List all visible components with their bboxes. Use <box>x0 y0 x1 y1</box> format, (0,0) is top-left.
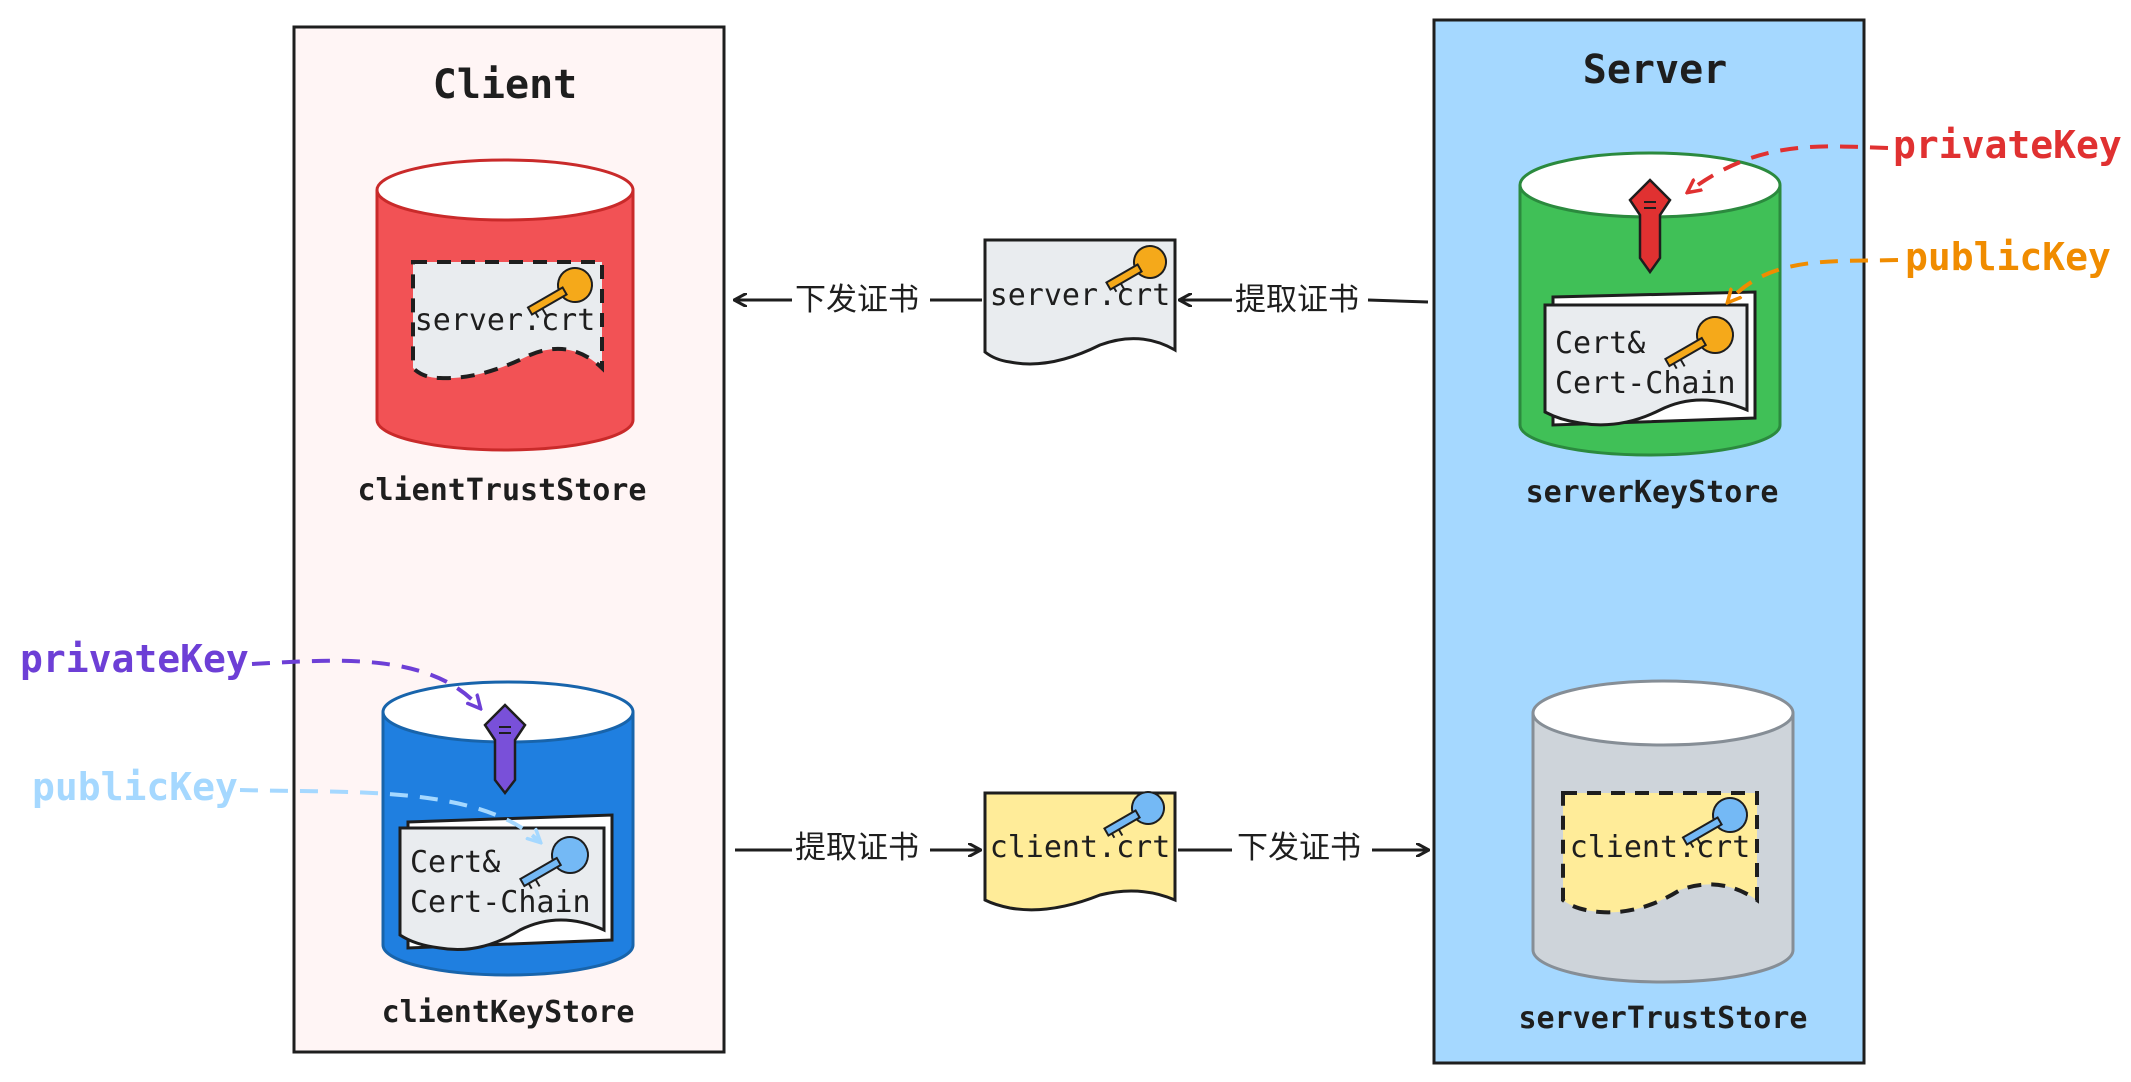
client-key-store: Cert& Cert-Chain <box>381 680 635 977</box>
key-icon <box>526 267 593 319</box>
bottom-doc-label: client.crt <box>990 830 1171 865</box>
server-key-store-label: serverKeyStore <box>1526 475 1779 510</box>
server-trust-store-doc-label: client.crt <box>1570 830 1751 865</box>
server-public-key-label: publicKey <box>1905 235 2111 279</box>
key-icon <box>1681 797 1748 849</box>
server-trust-store: client.crt <box>1531 679 1795 984</box>
client-public-key-arrow <box>239 788 540 842</box>
server-private-key-arrow <box>1688 144 1889 192</box>
client-public-key-label: publicKey <box>32 765 238 809</box>
client-key-store-label: clientKeyStore <box>382 995 635 1030</box>
server-key-store-doc-line2: Cert-Chain <box>1555 366 1736 401</box>
top-left-arrow-label: 下发证书 <box>795 282 919 318</box>
client-trust-store-doc-label: server.crt <box>415 303 596 338</box>
key-icon <box>1103 791 1165 839</box>
private-key-icon <box>1628 178 1672 275</box>
client-key-store-doc-line1: Cert& <box>410 845 500 880</box>
key-icon <box>1664 316 1734 370</box>
server-key-store-doc-line1: Cert& <box>1555 326 1645 361</box>
top-right-arrow-line-a <box>1367 298 1429 304</box>
client-title: Client <box>433 62 578 108</box>
server-trust-store-label: serverTrustStore <box>1519 1001 1808 1036</box>
bottom-right-arrow-label: 下发证书 <box>1237 830 1361 866</box>
key-icon <box>519 836 589 890</box>
server-title: Server <box>1583 47 1728 93</box>
client-trust-store: server.crt <box>375 158 635 452</box>
bottom-left-arrow-label: 提取证书 <box>795 830 919 866</box>
server-private-key-label: privateKey <box>1893 123 2122 167</box>
server-public-key-arrow <box>1728 258 1899 302</box>
client-private-key-label: privateKey <box>20 637 249 681</box>
key-icon <box>1105 245 1167 293</box>
client-key-store-doc-line2: Cert-Chain <box>410 885 591 920</box>
client-trust-store-label: clientTrustStore <box>358 473 647 508</box>
server-key-store: Cert& Cert-Chain <box>1518 151 1782 457</box>
top-right-arrow-label: 提取证书 <box>1235 282 1359 318</box>
client-private-key-arrow <box>251 658 480 708</box>
top-doc-label: server.crt <box>990 278 1171 313</box>
private-key-icon <box>483 703 527 796</box>
